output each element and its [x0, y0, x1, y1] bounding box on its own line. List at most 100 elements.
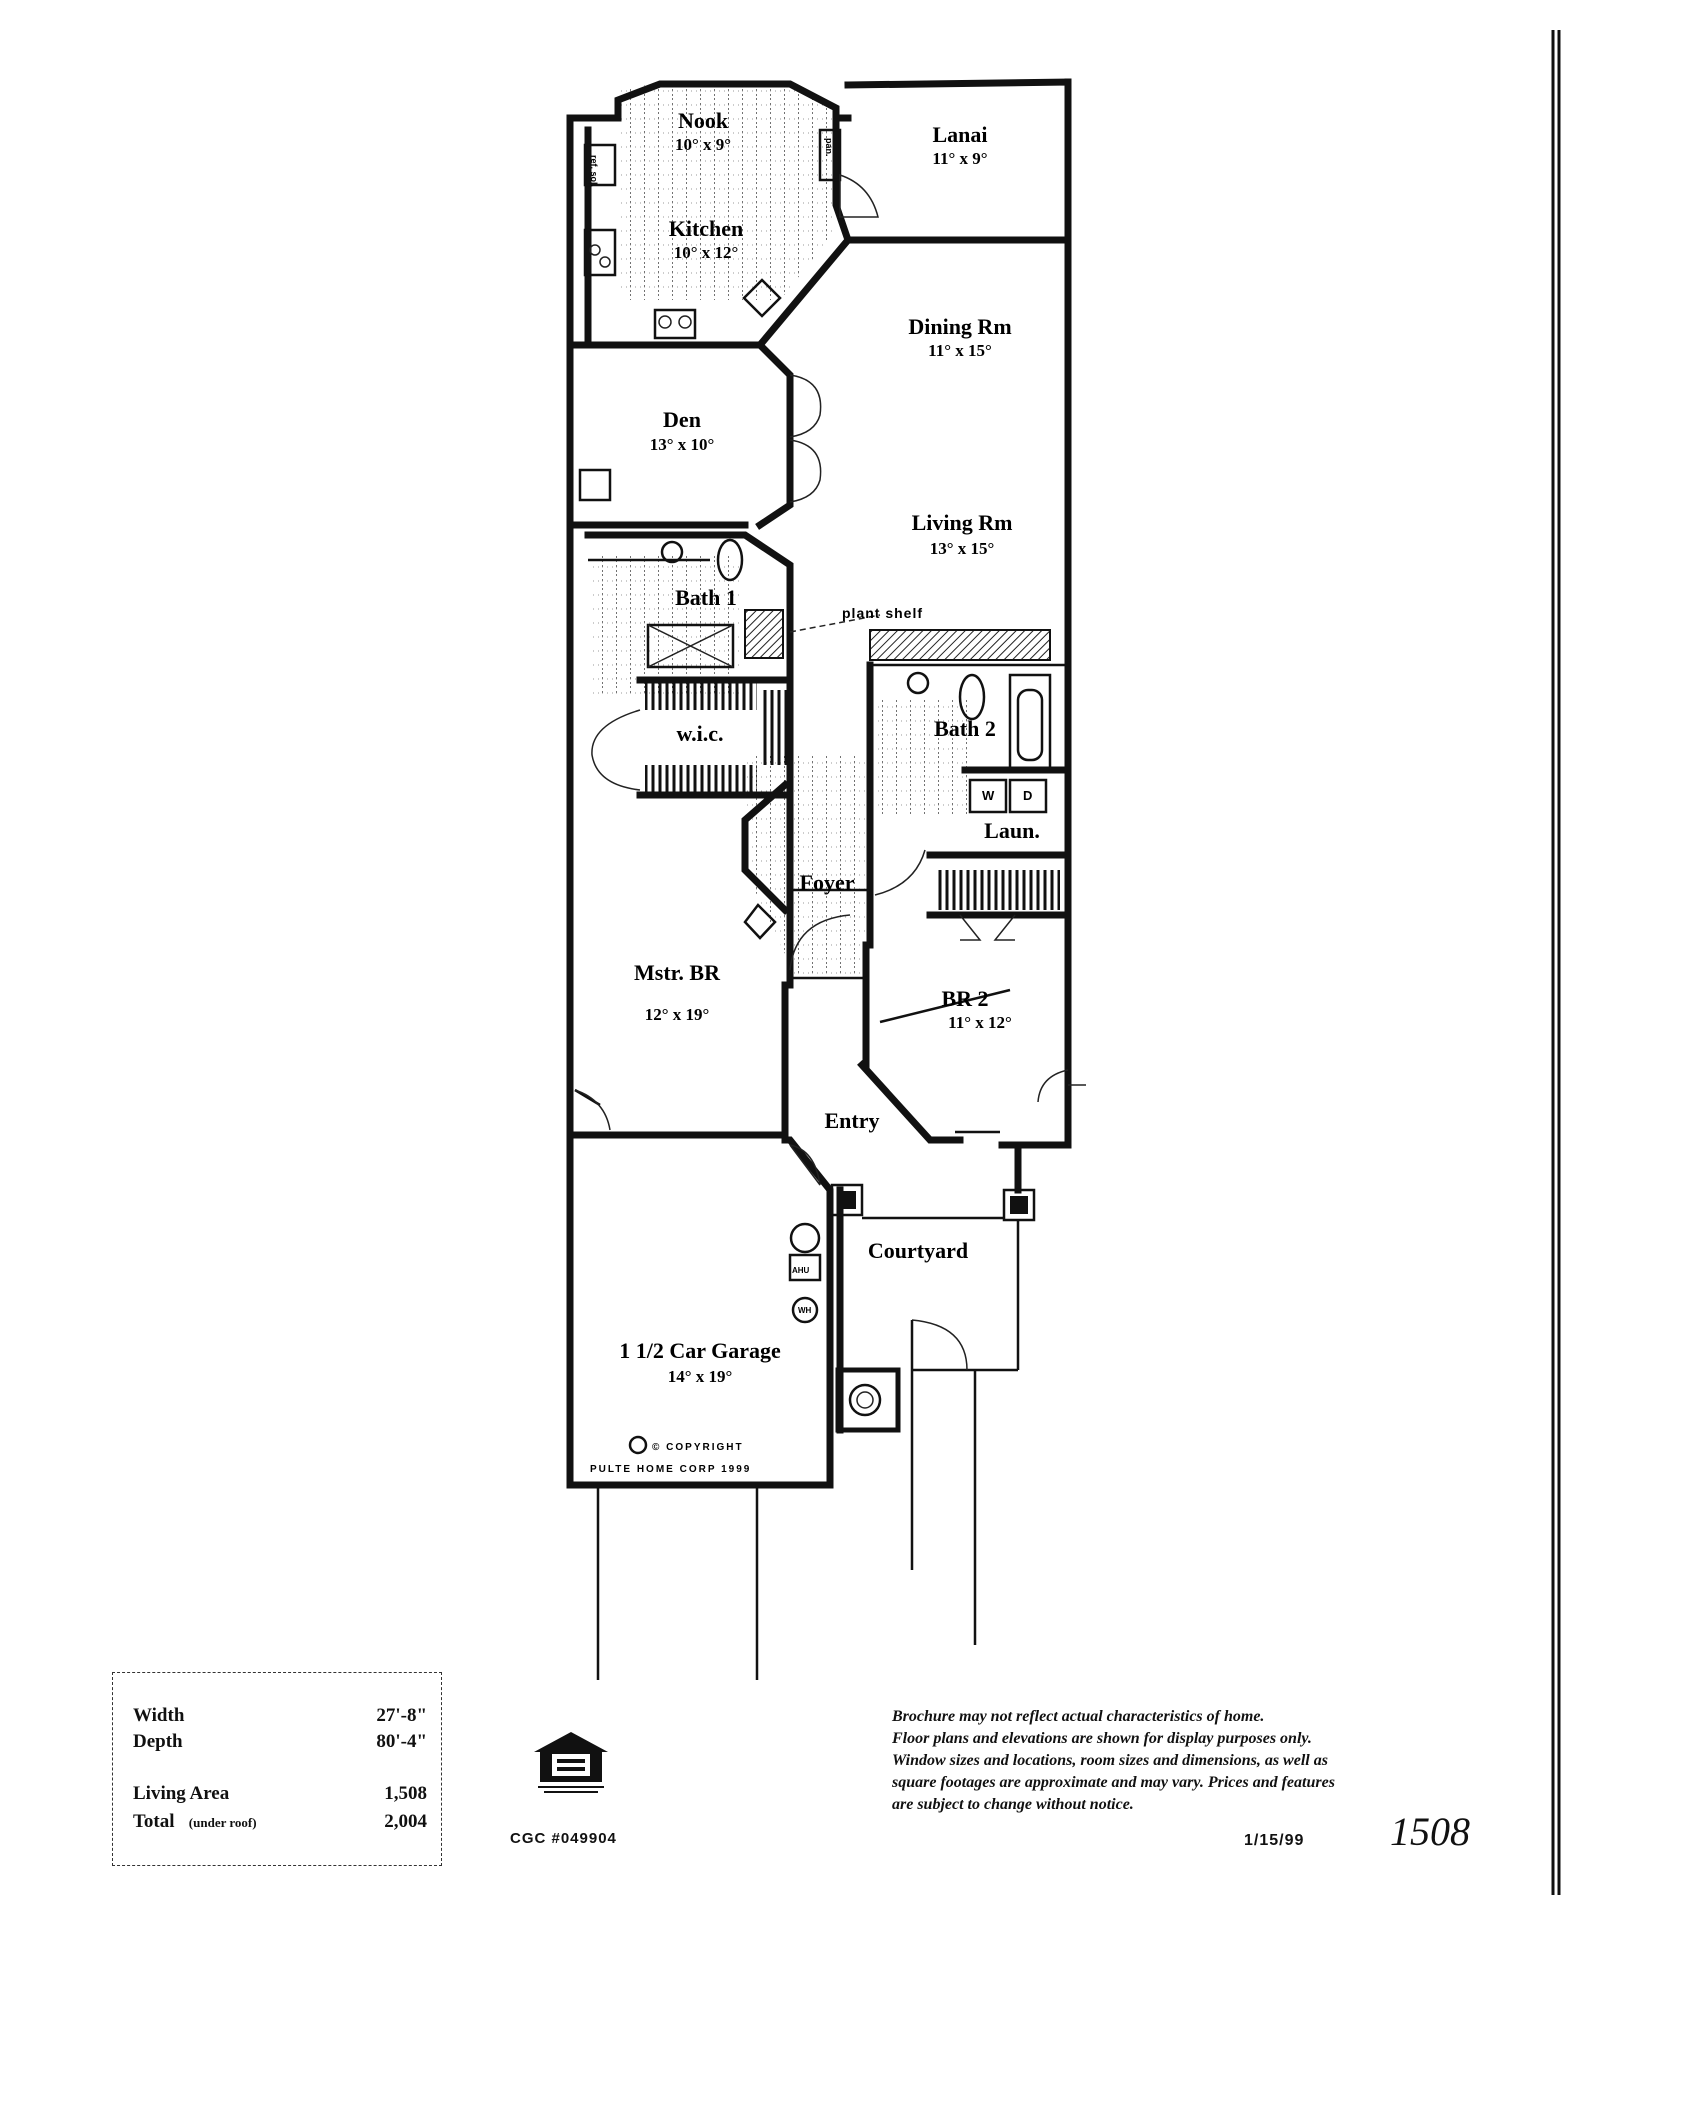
- water-heater: [789, 1222, 821, 1254]
- wh-label: WH: [798, 1306, 812, 1315]
- br2-closet-doors: [959, 914, 1016, 941]
- refrigerator: [583, 143, 617, 187]
- ahu-label: AHU: [792, 1266, 810, 1275]
- room-name-dining: Dining Rm: [908, 314, 1011, 339]
- room-size-living: 13° x 15°: [930, 539, 995, 558]
- br2-bay-wall: [857, 1060, 964, 1144]
- linen-closet: [760, 690, 788, 765]
- spec-total-value: 2,004: [384, 1811, 427, 1832]
- spec-total: Total (under roof) 2,004: [133, 1811, 427, 1833]
- room-name-master: Mstr. BR: [634, 960, 721, 985]
- disclaimer: Brochure may not reflect actual characte…: [892, 1706, 1452, 1816]
- room-size-dining: 11° x 15°: [928, 341, 992, 360]
- ahu-unit: [788, 1253, 822, 1282]
- courtyard-column: [830, 1183, 864, 1217]
- bath1-toilet: [716, 538, 744, 582]
- spec-living: Living Area 1,508: [133, 1783, 427, 1805]
- entry-door-swing: [789, 1144, 821, 1186]
- master-closet-wall: [741, 780, 790, 915]
- spec-width-label: Width: [133, 1705, 185, 1726]
- license-number: CGC #049904: [510, 1830, 617, 1847]
- room-name-wic: w.i.c.: [676, 721, 723, 746]
- den-right-wall: [755, 340, 794, 530]
- room-name-den: Den: [663, 407, 701, 432]
- room-name-courtyard: Courtyard: [868, 1238, 968, 1263]
- spec-box: Width 27'-8" Depth 80'-4" Living Area 1,…: [112, 1672, 442, 1866]
- room-name-living: Living Rm: [912, 510, 1013, 535]
- copyright-line2: PULTE HOME CORP 1999: [590, 1464, 751, 1475]
- spec-living-value: 1,508: [384, 1783, 427, 1804]
- room-name-garage: 1 1/2 Car Garage: [619, 1338, 781, 1363]
- spec-width: Width 27'-8": [133, 1705, 427, 1727]
- bath2-door-swing: [874, 849, 926, 896]
- plan-date: 1/15/99: [1244, 1832, 1305, 1849]
- foyer-tile-floor: [745, 755, 870, 975]
- disclaimer-line: square footages are approximate and may …: [892, 1774, 1335, 1791]
- wic-shelf: [645, 682, 757, 710]
- room-size-master: 12° x 19°: [645, 1005, 710, 1024]
- room-size-den: 13° x 10°: [650, 435, 715, 454]
- garage-right-wall: [781, 1136, 834, 1489]
- disclaimer-line: Window sizes and locations, room sizes a…: [892, 1752, 1328, 1769]
- foyer-door-swing: [789, 914, 851, 971]
- br2-exterior-door: [1037, 1069, 1086, 1103]
- den-cabinet: [578, 468, 612, 502]
- spec-depth-label: Depth: [133, 1731, 183, 1752]
- spec-width-value: 27'-8": [376, 1705, 427, 1726]
- disclaimer-line: Brochure may not reflect actual characte…: [892, 1708, 1265, 1725]
- spec-living-label: Living Area: [133, 1783, 230, 1804]
- disclaimer-line: are subject to change without notice.: [892, 1796, 1134, 1813]
- washer: [968, 778, 1008, 814]
- bath1-top-wall: [584, 531, 794, 694]
- room-size-br2: 11° x 12°: [948, 1013, 1012, 1032]
- bath1-linen: [744, 609, 784, 659]
- den-french-door: [789, 374, 822, 438]
- room-name-lanai: Lanai: [932, 122, 987, 147]
- dryer: [1008, 778, 1048, 814]
- lanai-door-swing: [839, 173, 879, 218]
- den-french-door: [789, 439, 822, 503]
- master-hall-door: [743, 903, 777, 940]
- room-name-nook: Nook: [678, 108, 729, 133]
- bath1-sink: [660, 540, 684, 564]
- ac-pad: [835, 1367, 901, 1433]
- room-name-laundry: Laun.: [984, 818, 1040, 843]
- br2-annotation: [879, 988, 1011, 1024]
- spec-depth: Depth 80'-4": [133, 1731, 427, 1753]
- model-number: 1508: [1390, 1809, 1470, 1854]
- room-name-foyer: Foyer: [800, 870, 855, 895]
- bath1-shower: [646, 623, 735, 669]
- plant-shelf-line: [789, 614, 881, 633]
- copyright-line1: © COPYRIGHT: [652, 1442, 744, 1453]
- courtyard-gate-swing: [911, 1319, 968, 1371]
- kitchen-island-corner: [742, 278, 782, 318]
- room-name-entry: Entry: [825, 1108, 880, 1133]
- wh-unit: [791, 1296, 819, 1324]
- room-name-bath1: Bath 1: [675, 585, 737, 610]
- range: [583, 228, 617, 277]
- ref-label: ref. sol.: [589, 155, 599, 187]
- br2-closet: [935, 870, 1060, 910]
- room-name-bath2: Bath 2: [934, 716, 996, 741]
- room-size-nook: 10° x 9°: [675, 135, 731, 154]
- dryer-label: D: [1023, 788, 1032, 803]
- room-size-kitchen: 10° x 12°: [674, 243, 739, 262]
- pantry-label: pan.: [824, 138, 834, 157]
- wic-door-swing: [591, 709, 641, 791]
- plant-shelf-hatch: [869, 629, 1051, 661]
- plant-shelf-label: plant shelf: [842, 605, 923, 621]
- kitchen-tile-floor: [618, 84, 836, 300]
- kitchen-right-wall: [755, 114, 852, 350]
- room-size-lanai: 11° x 9°: [932, 149, 987, 168]
- disclaimer-line: Floor plans and elevations are shown for…: [892, 1730, 1312, 1747]
- spec-total-label: Total: [133, 1811, 175, 1832]
- room-size-garage: 14° x 19°: [668, 1367, 733, 1386]
- bath2-sink: [906, 671, 930, 695]
- master-door-swing: [574, 1089, 611, 1131]
- room-name-kitchen: Kitchen: [669, 216, 744, 241]
- spec-depth-value: 80'-4": [376, 1731, 427, 1752]
- pantry: [818, 128, 842, 182]
- foyer-box: [788, 888, 870, 980]
- equal-housing-logo: [534, 1732, 608, 1793]
